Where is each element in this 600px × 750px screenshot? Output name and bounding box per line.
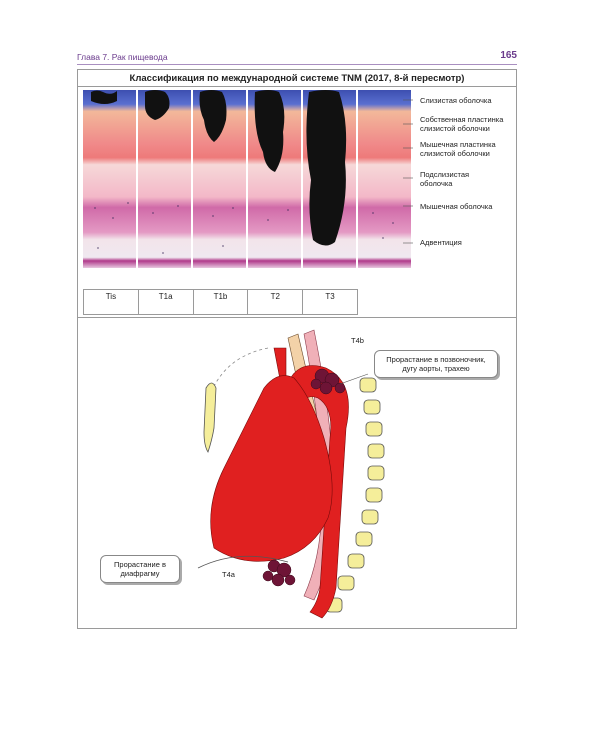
stage-cell-t1b: T1b	[194, 290, 249, 314]
heart	[210, 375, 333, 562]
page-header: Глава 7. Рак пищевода 165	[77, 50, 517, 64]
diaphragm	[197, 555, 289, 569]
strip-t1a	[138, 90, 191, 268]
stage-cell-t3: T3	[325, 292, 335, 301]
stage-table: Tis T1a T1b T2 T3	[83, 289, 358, 315]
tumor-t1b	[199, 90, 227, 142]
anatomy-illustration	[197, 329, 385, 619]
tumor-t3	[306, 90, 347, 246]
tumor-t2	[254, 90, 285, 172]
vertebrae	[325, 377, 385, 613]
stage-cell-t2: T2	[248, 290, 304, 314]
page-number: 165	[500, 50, 517, 61]
chapter-title: Глава 7. Рак пищевода	[77, 52, 168, 62]
cell-texture	[94, 202, 394, 254]
tnm-figure: Классификация по международной системе T…	[77, 69, 517, 629]
t4a-callout: Прорастание в диафрагму	[100, 555, 180, 583]
stage-cell-tis: Tis	[84, 290, 139, 314]
layer-leaders	[403, 99, 413, 244]
sternum-shape	[203, 382, 217, 453]
layer-label-submucosa: Подслизистая оболочка	[420, 170, 470, 188]
layer-label-adventitia: Адвентиция	[420, 238, 462, 247]
strip-tis	[83, 90, 136, 268]
figure-title: Классификация по международной системе T…	[78, 70, 516, 87]
layer-label-mucosa: Слизистая оболочка	[420, 96, 492, 105]
stage-cell-t1a: T1a	[139, 290, 194, 314]
tumor-t4b	[310, 368, 346, 395]
tumor-t4a	[262, 559, 296, 587]
strip-group	[83, 90, 411, 268]
tumor-t1a	[145, 90, 170, 120]
strip-normal	[358, 90, 411, 268]
t4a-tag: T4a	[222, 570, 235, 579]
layer-label-muscularis-propria: Мышечная оболочка	[420, 202, 493, 211]
layer-label-lamina-propria: Собственная пластинка слизистой оболочки	[420, 115, 504, 133]
esophagus-wall-illustration	[83, 90, 413, 268]
t4b-tag: T4b	[351, 336, 364, 345]
layer-label-muscularis-mucosae: Мышечная пластинка слизистой оболочки	[420, 140, 496, 158]
t4b-leader	[339, 373, 369, 385]
panel-divider	[78, 317, 516, 318]
t4b-callout: Прорастание в позвоночник, дугу аорты, т…	[374, 350, 498, 378]
tumor-invasion	[91, 90, 347, 246]
header-rule	[77, 64, 517, 65]
tumor-tis	[91, 90, 117, 104]
